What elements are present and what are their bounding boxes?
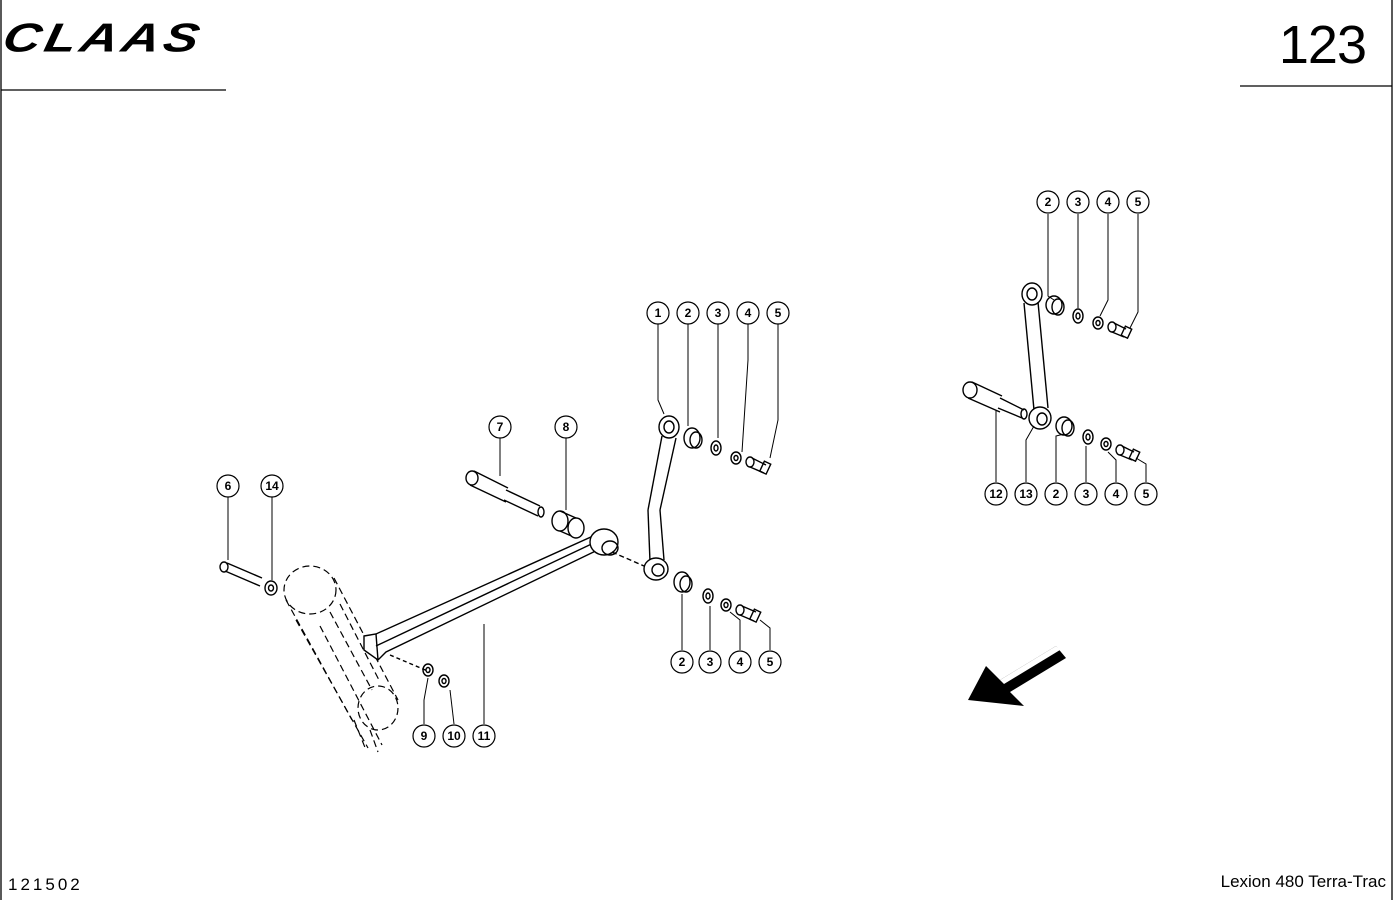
callout-label: 4	[745, 306, 752, 320]
callout-5-right-upper: 5	[1126, 190, 1150, 214]
model-name: Lexion 480 Terra-Trac	[1220, 872, 1386, 891]
callout-12: 12	[984, 482, 1008, 506]
link-arm-13	[1021, 282, 1052, 430]
callout-5-lower: 5	[758, 650, 782, 674]
callout-4-right-upper: 4	[1096, 190, 1120, 214]
pin-7	[465, 470, 545, 518]
callout-2-right-lower: 2	[1044, 482, 1068, 506]
callout-2-lower: 2	[670, 650, 694, 674]
lever-arm-11	[363, 528, 645, 673]
callout-1: 1	[646, 301, 670, 325]
callout-label: 5	[775, 306, 782, 320]
callout-label: 6	[225, 479, 232, 493]
callout-3-lower: 3	[698, 650, 722, 674]
callout-2: 2	[676, 301, 700, 325]
callout-2-right-upper: 2	[1036, 190, 1060, 214]
callouts: 1 2 3 4 5 7 8 6 14 2 3 4 5 9 10 11 2 3 4…	[216, 190, 1158, 748]
callout-8: 8	[554, 415, 578, 439]
callout-label: 12	[989, 487, 1003, 501]
link-arm-1	[643, 415, 680, 581]
callout-label: 8	[563, 420, 570, 434]
callout-label: 2	[685, 306, 692, 320]
callout-5: 5	[766, 301, 790, 325]
callout-3: 3	[706, 301, 730, 325]
nut-10	[438, 674, 450, 688]
callout-label: 3	[715, 306, 722, 320]
callout-label: 3	[1075, 195, 1082, 209]
callout-label: 13	[1019, 487, 1033, 501]
callout-6: 6	[216, 474, 240, 498]
left-assembly	[219, 324, 1066, 753]
callout-10: 10	[442, 724, 466, 748]
callout-label: 10	[447, 729, 461, 743]
pin-12	[962, 381, 1028, 420]
callout-7: 7	[488, 415, 512, 439]
nut-14	[264, 580, 278, 596]
callout-label: 5	[767, 655, 774, 669]
callout-label: 11	[478, 729, 491, 743]
callout-13: 13	[1014, 482, 1038, 506]
direction-arrow	[968, 646, 1066, 706]
drawing-number: 121502	[8, 875, 83, 894]
callout-label: 2	[1045, 195, 1052, 209]
callout-3-right-lower: 3	[1074, 482, 1098, 506]
callout-label: 3	[707, 655, 714, 669]
callout-4-lower: 4	[728, 650, 752, 674]
bolt-6	[219, 561, 263, 587]
callout-label: 1	[655, 306, 662, 320]
callout-4: 4	[736, 301, 760, 325]
right-lower-hardware	[1055, 416, 1141, 463]
callout-9: 9	[412, 724, 436, 748]
brand-logo: CLAAS	[0, 15, 208, 61]
lower-hardware	[673, 571, 762, 624]
callout-4-right-lower: 4	[1104, 482, 1128, 506]
frame-outline-dashed	[283, 565, 399, 753]
callout-11: 11	[472, 724, 496, 748]
leader-lines-right	[995, 214, 1147, 482]
callout-3-right-upper: 3	[1066, 190, 1090, 214]
callout-label: 4	[737, 655, 744, 669]
callout-label: 7	[497, 420, 504, 434]
right-upper-hardware	[1045, 295, 1133, 340]
bushing-8	[551, 510, 585, 539]
callout-label: 3	[1083, 487, 1090, 501]
right-assembly	[962, 214, 1147, 482]
callout-label: 2	[679, 655, 686, 669]
callout-label: 5	[1135, 195, 1142, 209]
leader-lines-left	[227, 324, 779, 725]
callout-label: 4	[1113, 487, 1120, 501]
callout-label: 9	[421, 729, 428, 743]
callout-14: 14	[260, 474, 284, 498]
upper-hardware	[683, 427, 772, 476]
callout-label: 14	[265, 479, 279, 493]
callout-5-right-lower: 5	[1134, 482, 1158, 506]
callout-label: 2	[1053, 487, 1060, 501]
page-number: 123	[1278, 15, 1367, 75]
washer-9	[422, 663, 434, 677]
callout-label: 5	[1143, 487, 1150, 501]
callout-label: 4	[1105, 195, 1112, 209]
